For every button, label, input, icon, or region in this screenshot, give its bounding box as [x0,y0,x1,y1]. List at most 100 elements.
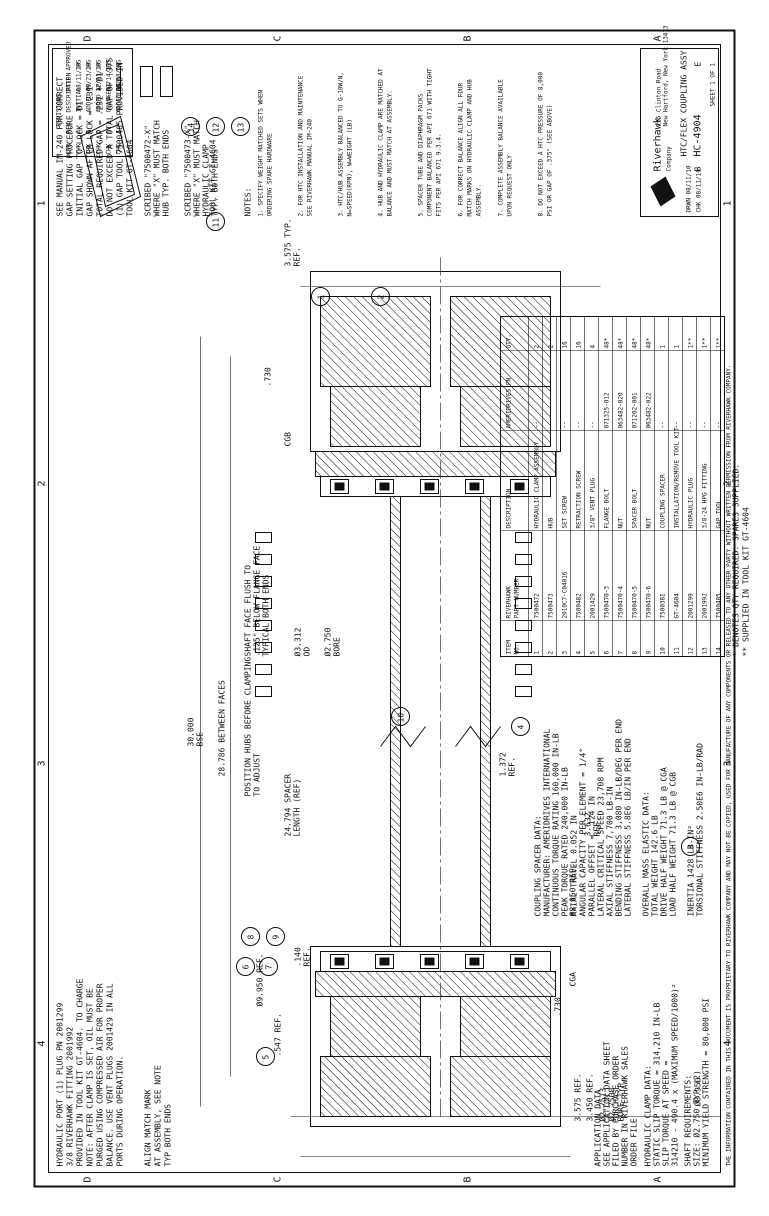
bom-cell: NUT [645,517,652,528]
bolt [329,953,349,969]
outer-frame [33,29,735,1187]
bom-cell: 6 [603,650,610,654]
bom-cell: INSTALLATION/REMOVE TOOL KIT [673,426,680,528]
note-item: 1. SPECIFY WEIGHT MATCHED SETS WHEN [257,89,264,216]
zone-col-label: 1 [722,200,733,206]
right-flange-bolts [329,478,529,494]
bom-cell: -- [715,421,722,428]
note-item: 7. COMPLETE ASSEMBLY BALANCE AVAILABLE [497,78,504,216]
spacer-bolt [254,641,272,653]
dim-ref_3450: 3.450 REF. [585,1073,594,1121]
bolt [374,953,394,969]
bom-cell: 9 [645,650,652,654]
revision-cell: JHS [105,59,112,70]
company-address: 215 Clinton Road [655,68,662,126]
bolt [464,478,484,494]
clamp-data-line: STATIC SLIP TORQUE = 314,210 IN-LB [652,1002,661,1166]
dim-position_hubs: POSITION HUBS BEFORE CLAMPING [243,656,252,796]
bom-cell: 48* [631,337,638,348]
bom-cell: 48* [603,337,610,348]
bom-cell: -- [533,421,540,428]
spacer-data-line: LATERAL STIFFNESS 5.8E6 LB/IN PER END [623,738,632,916]
bom-header: PART NUMBER [513,578,520,618]
revision-cell: CHK [105,143,112,154]
dim-ref_1372: REF. [507,757,516,776]
bom-cell: 13 [701,646,708,654]
revision-cell: B [85,129,92,133]
bom-cell: GAP TOOL [715,499,722,528]
right-clamp-upper [319,295,431,387]
scribe-note-line: HYDRAULIC CLAMP [201,144,210,216]
balloon-label: 8 [246,934,255,939]
dim-spacer_len: 24.794 SPACER [283,773,292,836]
bom-cell: HUB [547,517,554,528]
left-clamp-upper [319,1055,431,1117]
revision-cell: E [115,129,122,133]
dim-position_hubs: TO ADJUST [252,752,261,796]
clamp-data-line: HYDRAULIC CLAMP DATA: [643,1065,652,1166]
left-clamp-lower [449,1055,551,1117]
bom-cell: -- [659,421,666,428]
bom-header: NO. [513,643,520,654]
dim-dia_3632: 3.632 [583,812,592,836]
spacer-bolt [514,597,532,609]
spacer-data-line: PEAK TORQUE RATED 240,000 IN-LB [560,767,569,916]
note-item: 4. HUB AND HYDRAULIC CLAMP ARE MATCHED A… [377,68,384,216]
revision-cell: D [105,129,112,133]
bom-footnote: * DENOTES QTY REQUIRED. SPARES SUPPLIED. [731,463,740,656]
spacer-data-line: AXIAL STIFFNESS 7,700 LB-IN [605,786,614,916]
zone-row-label: D [82,35,93,41]
revision-header: DESCRIPTION [65,72,72,112]
bolt [419,953,439,969]
manual-note-line: (1) GAP TOOL 7500485 PROVIDED IN [115,62,124,216]
bom-cell: -- [701,421,708,428]
revision-cell: 09/23/10 [85,62,92,91]
revision-cell: INITIAL [75,86,82,112]
spacer-bolt [514,663,532,675]
revision-cell: CHK [95,143,102,154]
revision-cell: ADDED AP [95,83,102,112]
company-address: New Hartford, New York 13413 [662,24,669,126]
zone-col-label: 1 [36,200,47,206]
bom-header: RIVERHAWK [505,585,512,618]
scribe-note-line: SCRIBED "7500473-X" [183,124,192,216]
clamp-data: HYDRAULIC CLAMP DATA:STATIC SLIP TORQUE … [643,983,679,1166]
spacer-bolt [254,553,272,565]
balloon-label: 13 [236,122,245,132]
notes-block: NOTES:1. SPECIFY WEIGHT MATCHED SETS WHE… [243,68,553,216]
balloon-label: 3 [686,844,695,849]
zone-row-label: A [652,1176,663,1182]
zone-row-label: C [272,35,283,41]
bom-cell: HYDRAULIC PLUG [687,477,694,528]
bom-cell: 1** [687,337,694,348]
revision-cell: JHS [75,59,82,70]
revision-cell: ADDED SH [115,83,122,112]
spacer-data-line: OVERALL MASS ELASTIC DATA: [641,791,650,916]
bom-cell: COUPLING SPACER [659,473,666,528]
revision-cell: JHS [85,59,92,70]
spacer-data-line: TOTAL WEIGHT 142.6 LB [650,815,659,916]
note-item: PSI OR GAP OF .375" (SEE ABOVE) [546,104,553,216]
revision-cell: JHS [115,59,122,70]
bom-header: DESCRIPTION [505,488,512,528]
spacer-bolt [514,553,532,565]
dim-bore_typ: Ø2.7500 [606,1087,616,1121]
zone-row-label: A [652,35,663,41]
dim-bore: Ø2.750 [322,627,332,656]
bom-cell: 11 [673,646,680,654]
manual-note-line: DO NOT EXCEED A TOTAL GAP OF .375 [105,57,114,216]
revision-cell: JHS [95,59,102,70]
general-note-line: PROVIDED IN TOOL KIT GT-4604. TO CHARGE [75,978,84,1166]
dim-typ_3575: REF. [292,247,301,266]
left-flange-bolts [329,953,529,969]
note-item: ASSEMBLY. [475,183,482,216]
note-item: 3. HTC/HUB ASSEMBLY BALANCED TO G-10W/N, [337,72,344,217]
spacer-data-line: BENDING STIFFNESS 3,080 IN-LB/DEG PER EN… [614,718,623,916]
dim-bse: BSE [195,731,204,746]
bom-cell: HYDRAULIC CLAMP ASSEMBLY [533,441,540,528]
